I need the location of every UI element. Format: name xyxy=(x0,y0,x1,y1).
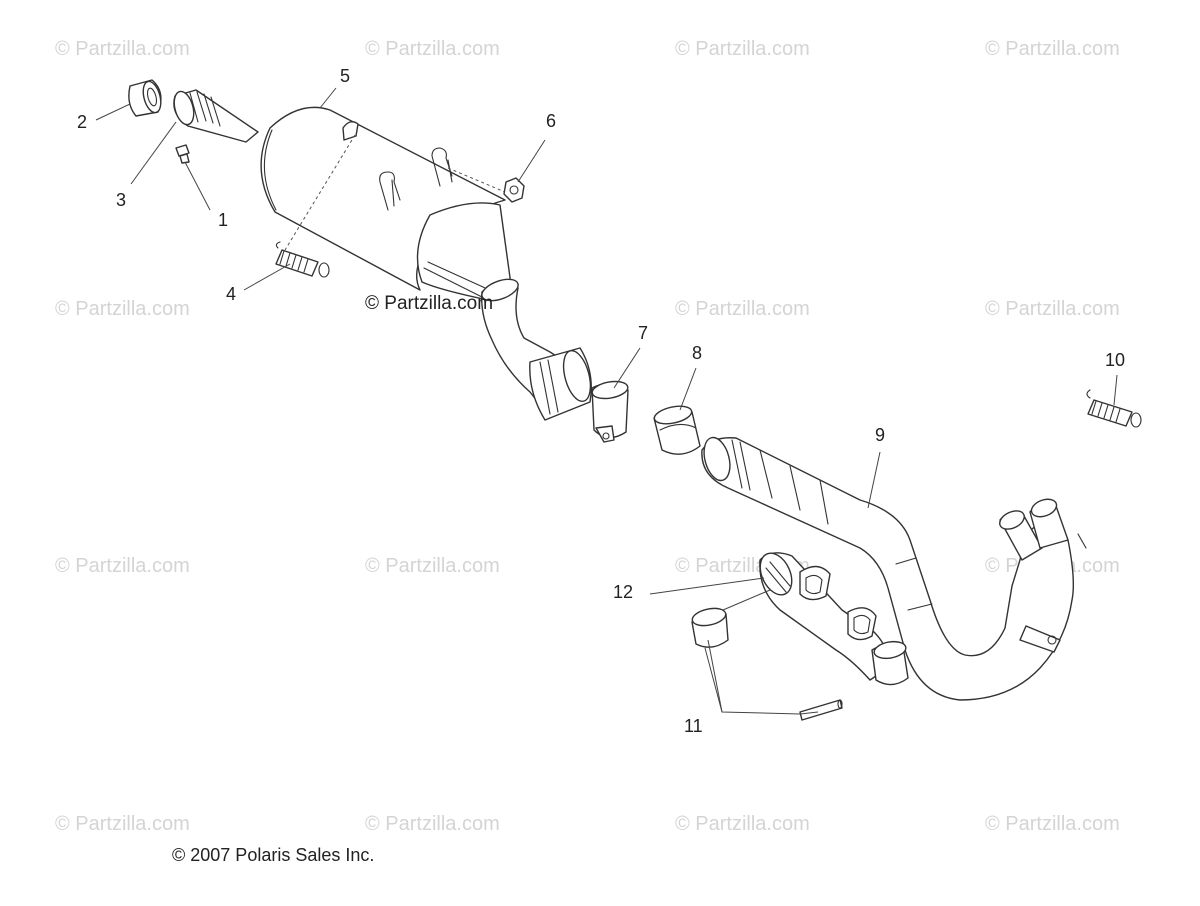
callout-numbers: 2 3 1 4 5 6 7 8 9 10 11 12 xyxy=(77,66,1125,736)
watermark-grid: © Partzilla.com © Partzilla.com © Partzi… xyxy=(55,38,1120,835)
watermark: © Partzilla.com xyxy=(365,555,500,577)
callout-1: 1 xyxy=(218,210,228,230)
assembly-line xyxy=(284,134,356,251)
watermark: © Partzilla.com xyxy=(55,813,190,835)
watermark: © Partzilla.com xyxy=(675,813,810,835)
callout-7: 7 xyxy=(638,323,648,343)
callout-9: 9 xyxy=(875,425,885,445)
part-2-bushing xyxy=(128,79,162,117)
part-11-pin xyxy=(799,699,843,721)
callout-12: 12 xyxy=(613,582,633,602)
part-12-y-pipe xyxy=(759,552,909,686)
part-10-spring xyxy=(1086,389,1142,428)
assembly-line xyxy=(447,167,506,193)
callout-8: 8 xyxy=(692,343,702,363)
leader-lines xyxy=(95,87,1118,715)
watermark: © Partzilla.com xyxy=(365,38,500,60)
callout-4: 4 xyxy=(226,284,236,304)
callout-2: 2 xyxy=(77,112,87,132)
part-11-seal xyxy=(691,607,729,648)
part-5-muffler xyxy=(260,106,592,421)
callout-5: 5 xyxy=(340,66,350,86)
watermark: © Partzilla.com xyxy=(55,298,190,320)
part-3-tail-tip xyxy=(173,89,259,143)
watermark: © Partzilla.com xyxy=(675,38,810,60)
part-4-spring xyxy=(275,241,330,278)
callout-11: 11 xyxy=(684,716,703,736)
callout-6: 6 xyxy=(546,111,556,131)
part-1-bolt xyxy=(175,144,190,164)
copyright-notice: © 2007 Polaris Sales Inc. xyxy=(172,845,374,865)
part-6-nut xyxy=(503,177,525,203)
watermark: © Partzilla.com xyxy=(55,38,190,60)
center-site-mark: © Partzilla.com xyxy=(365,293,493,314)
watermark: © Partzilla.com xyxy=(365,813,500,835)
watermark: © Partzilla.com xyxy=(985,813,1120,835)
watermark: © Partzilla.com xyxy=(985,298,1120,320)
part-8-seal xyxy=(653,405,701,455)
watermark: © Partzilla.com xyxy=(675,298,810,320)
part-7-clamp xyxy=(591,380,629,443)
watermark: © Partzilla.com xyxy=(985,38,1120,60)
callout-10: 10 xyxy=(1105,350,1125,370)
callout-3: 3 xyxy=(116,190,126,210)
part-9-head-pipe xyxy=(701,436,1087,701)
watermark: © Partzilla.com xyxy=(55,555,190,577)
